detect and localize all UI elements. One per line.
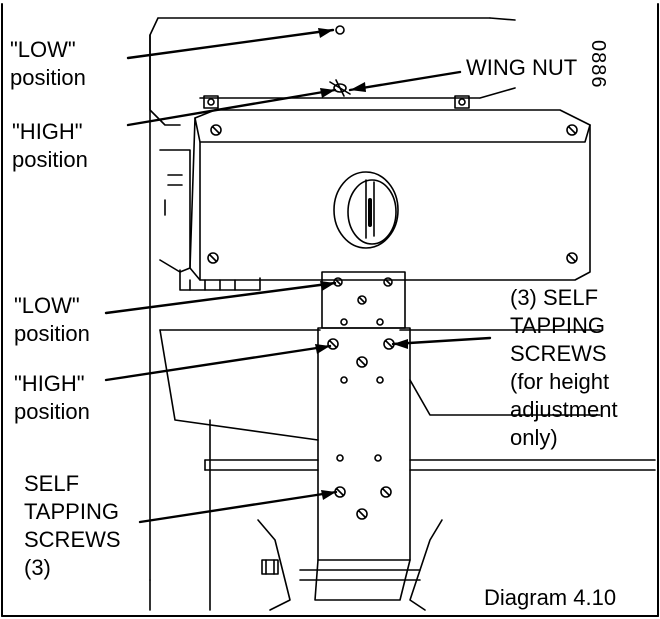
low-position-hole-top: [335, 25, 345, 35]
arrowheads: [315, 28, 408, 500]
leader-lines: [104, 28, 492, 524]
label-high-position-top: "HIGH" position: [12, 118, 88, 174]
label-low-position-top: "LOW" position: [10, 36, 86, 92]
leader-high-top: [126, 88, 337, 127]
label-low-position-top-text: "LOW" position: [10, 37, 86, 90]
leader-high-bottom: [104, 344, 332, 382]
label-self-tapping-screws-text: SELF TAPPING SCREWS (3): [24, 471, 121, 580]
leader-screws-right: [391, 336, 492, 346]
label-self-tapping-screws: SELF TAPPING SCREWS (3): [24, 470, 121, 582]
control-knob: [333, 171, 399, 249]
label-wing-nut: WING NUT: [466, 55, 578, 80]
leader-low-top: [126, 28, 335, 60]
label-high-position-bottom-text: "HIGH" position: [14, 371, 90, 424]
motor-base: [159, 269, 601, 331]
housing-box: [159, 109, 591, 281]
screw-high-left: [327, 338, 339, 350]
wing-nut: [329, 79, 351, 97]
leader-wing-nut: [348, 70, 462, 92]
hopper: [149, 329, 656, 611]
diagram-caption: Diagram 4.10: [484, 585, 617, 610]
label-self-tapping-screws-height-text: (3) SELF TAPPING SCREWS (for height adju…: [510, 285, 618, 450]
label-low-position-bottom-text: "LOW" position: [14, 293, 90, 346]
label-high-position-top-text: "HIGH" position: [12, 119, 88, 172]
lower-stand: [257, 519, 443, 611]
adjustment-bracket: [317, 271, 411, 561]
upper-bracket: [149, 17, 516, 581]
figure-id: 0886: [587, 40, 609, 89]
label-low-position-bottom: "LOW" position: [14, 292, 90, 348]
leader-low-bottom: [104, 281, 337, 315]
leader-screws-left: [138, 490, 338, 524]
label-self-tapping-screws-height: (3) SELF TAPPING SCREWS (for height adju…: [510, 284, 618, 452]
label-high-position-bottom: "HIGH" position: [14, 370, 90, 426]
